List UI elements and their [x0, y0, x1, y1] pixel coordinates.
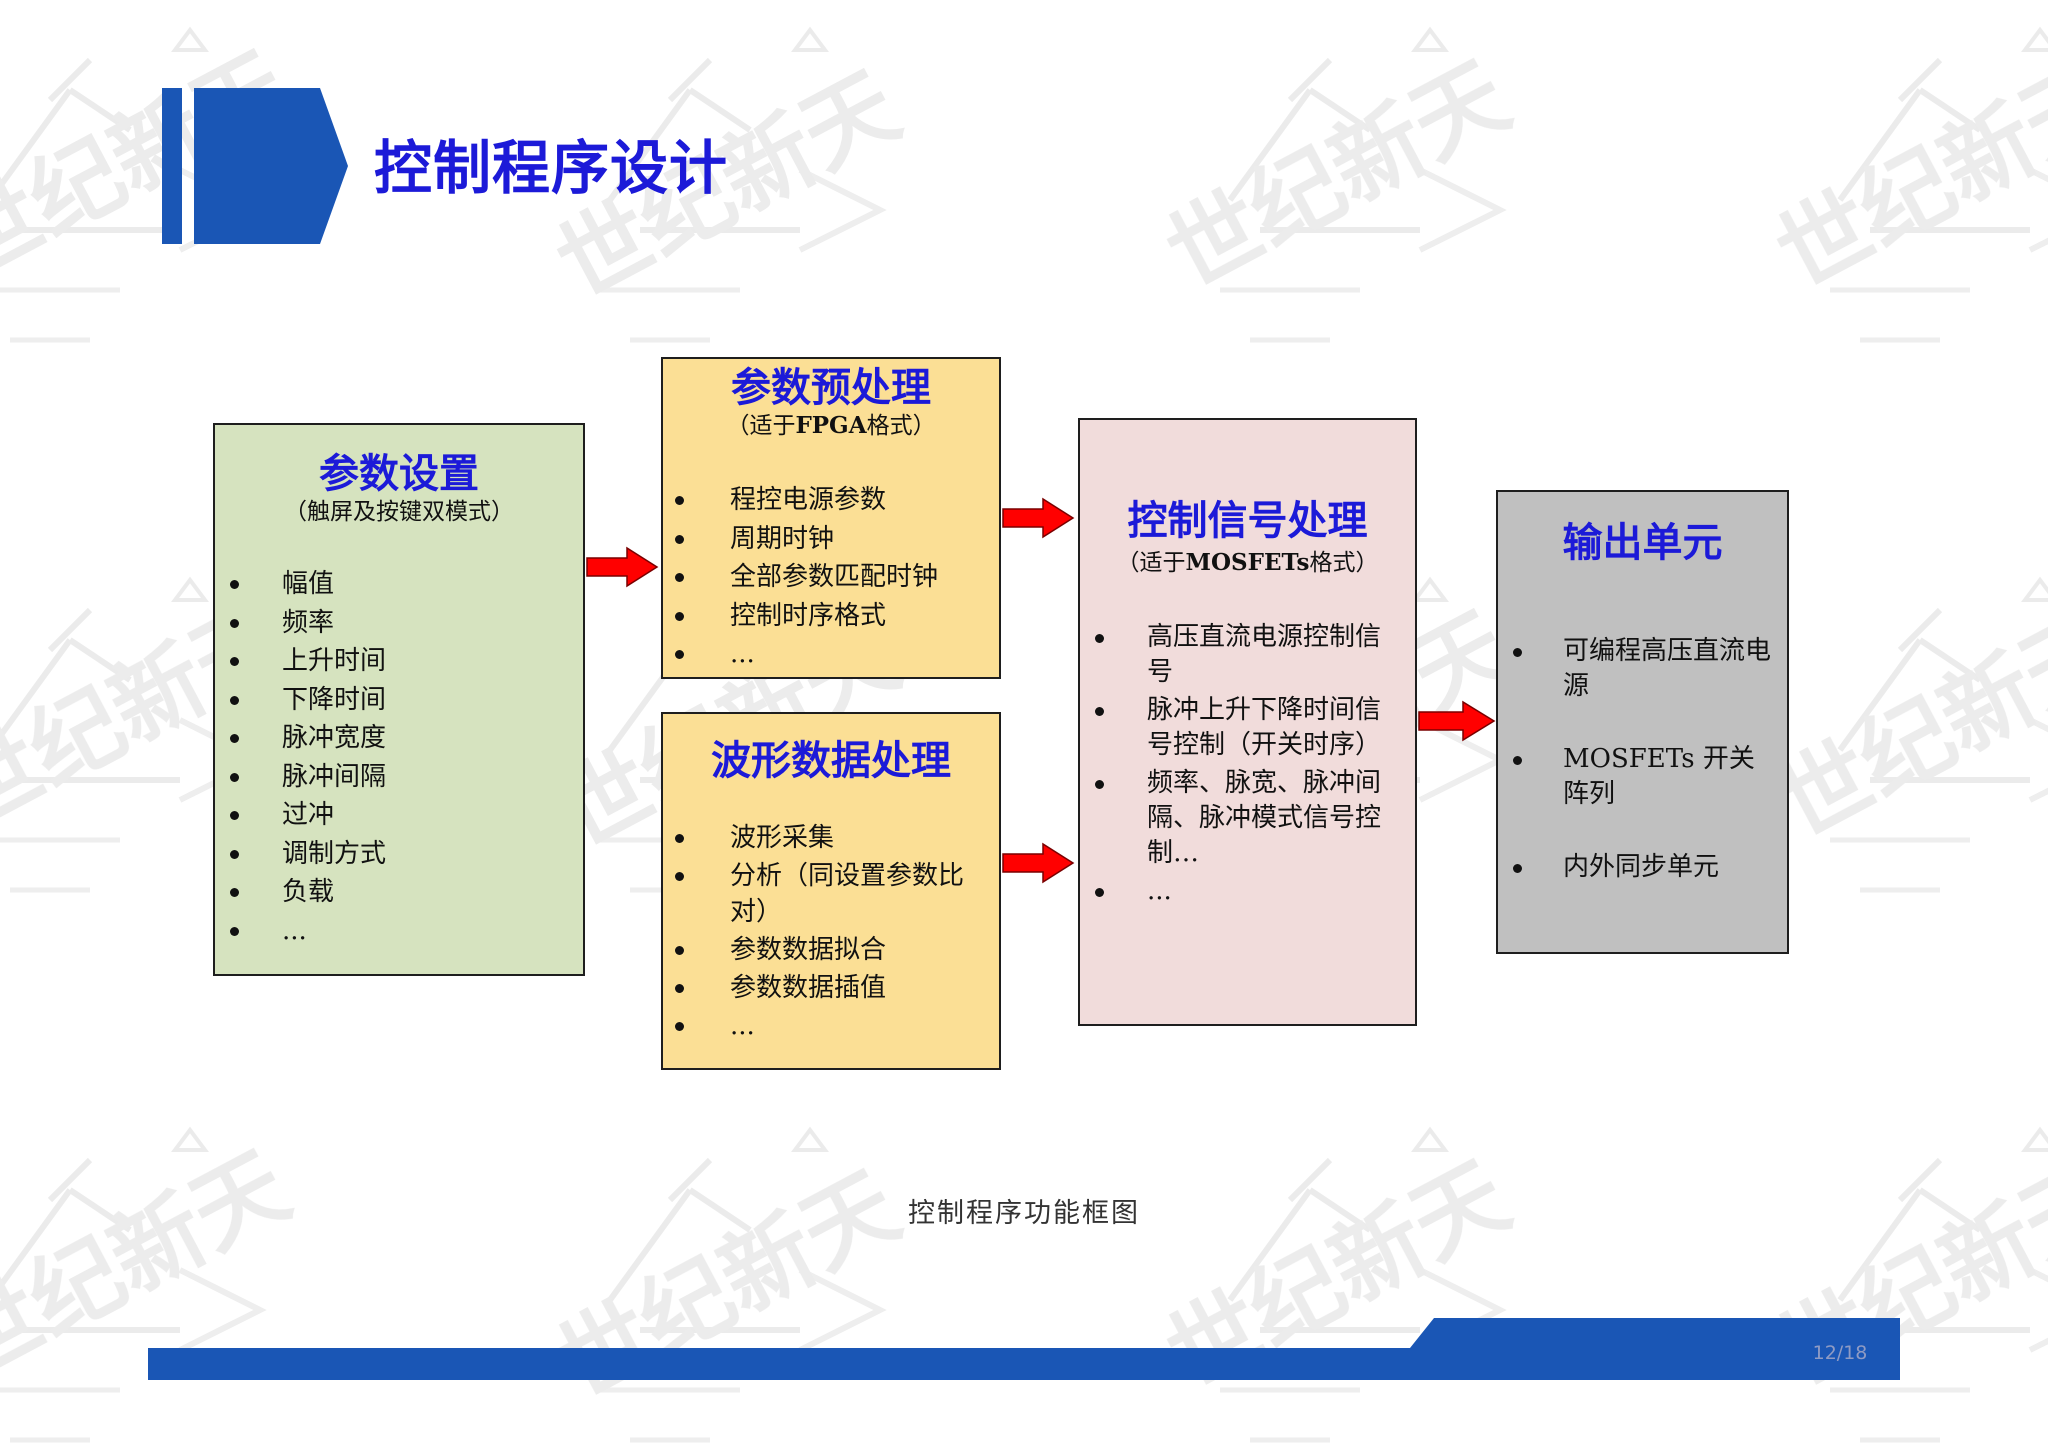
settings-subtitle: （触屏及按键双模式）	[284, 499, 514, 525]
waveform-box: 波形数据处理 波形采集 分析（同设置参数比对） 参数数据拟合 参数数据插值 ..…	[661, 712, 1001, 1070]
arrow-right-icon	[1002, 842, 1075, 884]
arrow-right-icon	[586, 546, 659, 588]
preprocess-list: 程控电源参数 周期时钟 全部参数匹配时钟 控制时序格式 ...	[663, 481, 999, 674]
list-item: 高压直流电源控制信号	[1080, 620, 1415, 690]
page-number: 12/18	[1812, 1342, 1868, 1364]
list-item: 脉冲间隔	[215, 758, 583, 797]
list-item: ...	[1080, 874, 1415, 909]
list-item: 过冲	[215, 796, 583, 835]
list-item: 频率、脉宽、脉冲间隔、脉冲模式信号控制…	[1080, 766, 1415, 871]
list-item: 控制时序格式	[663, 597, 999, 636]
control-title: 控制信号处理	[1127, 498, 1368, 544]
page-title: 控制程序设计	[374, 134, 729, 202]
list-item: 全部参数匹配时钟	[663, 558, 999, 597]
list-item: 内外同步单元	[1498, 850, 1787, 885]
list-item: 参数数据插值	[663, 970, 999, 1006]
preprocess-title: 参数预处理	[731, 365, 931, 411]
list-item: 可编程高压直流电源	[1498, 634, 1787, 704]
list-item: 参数数据拟合	[663, 932, 999, 968]
list-item: 上升时间	[215, 642, 583, 681]
preprocess-subtitle: （适于FPGA格式）	[726, 412, 936, 439]
control-box: 控制信号处理 （适于MOSFETs格式） 高压直流电源控制信号 脉冲上升下降时间…	[1078, 418, 1417, 1026]
list-item: ...	[663, 635, 999, 674]
list-item: ...	[663, 1008, 999, 1044]
list-item: 脉冲宽度	[215, 719, 583, 758]
svg-text:世纪新天: 世纪新天	[1760, 42, 2048, 309]
title-accent-bar	[162, 88, 348, 244]
output-title: 输出单元	[1562, 520, 1723, 566]
waveform-title: 波形数据处理	[711, 738, 951, 784]
list-item: 分析（同设置参数比对）	[663, 858, 999, 930]
output-box: 输出单元 可编程高压直流电源 MOSFETs 开关阵列 内外同步单元	[1496, 490, 1789, 954]
preprocess-box: 参数预处理 （适于FPGA格式） 程控电源参数 周期时钟 全部参数匹配时钟 控制…	[661, 357, 1001, 679]
svg-text:世纪新天: 世纪新天	[1150, 42, 1525, 309]
settings-title: 参数设置	[319, 451, 479, 497]
list-item: 波形采集	[663, 820, 999, 856]
control-subtitle: （适于MOSFETs格式）	[1116, 549, 1379, 576]
list-item: 程控电源参数	[663, 481, 999, 520]
list-item: 调制方式	[215, 835, 583, 874]
list-item: 负载	[215, 873, 583, 912]
control-list: 高压直流电源控制信号 脉冲上升下降时间信号控制（开关时序） 频率、脉宽、脉冲间隔…	[1080, 620, 1415, 912]
settings-box: 参数设置 （触屏及按键双模式） 幅值 频率 上升时间 下降时间 脉冲宽度 脉冲间…	[213, 423, 585, 976]
settings-list: 幅值 频率 上升时间 下降时间 脉冲宽度 脉冲间隔 过冲 调制方式 负载 ...	[215, 565, 583, 950]
figure-caption: 控制程序功能框图	[908, 1198, 1140, 1229]
list-item: 幅值	[215, 565, 583, 604]
footer-bar	[148, 1318, 1900, 1380]
svg-text:世纪新天: 世纪新天	[1760, 592, 2048, 859]
output-list: 可编程高压直流电源 MOSFETs 开关阵列 内外同步单元	[1498, 634, 1787, 923]
arrow-right-icon	[1418, 700, 1496, 742]
list-item: 频率	[215, 604, 583, 643]
waveform-list: 波形采集 分析（同设置参数比对） 参数数据拟合 参数数据插值 ...	[663, 820, 999, 1046]
list-item: 脉冲上升下降时间信号控制（开关时序）	[1080, 693, 1415, 763]
list-item: 下降时间	[215, 681, 583, 720]
arrow-right-icon	[1002, 497, 1075, 539]
list-item: 周期时钟	[663, 520, 999, 559]
list-item: ...	[215, 912, 583, 951]
list-item: MOSFETs 开关阵列	[1498, 742, 1787, 812]
